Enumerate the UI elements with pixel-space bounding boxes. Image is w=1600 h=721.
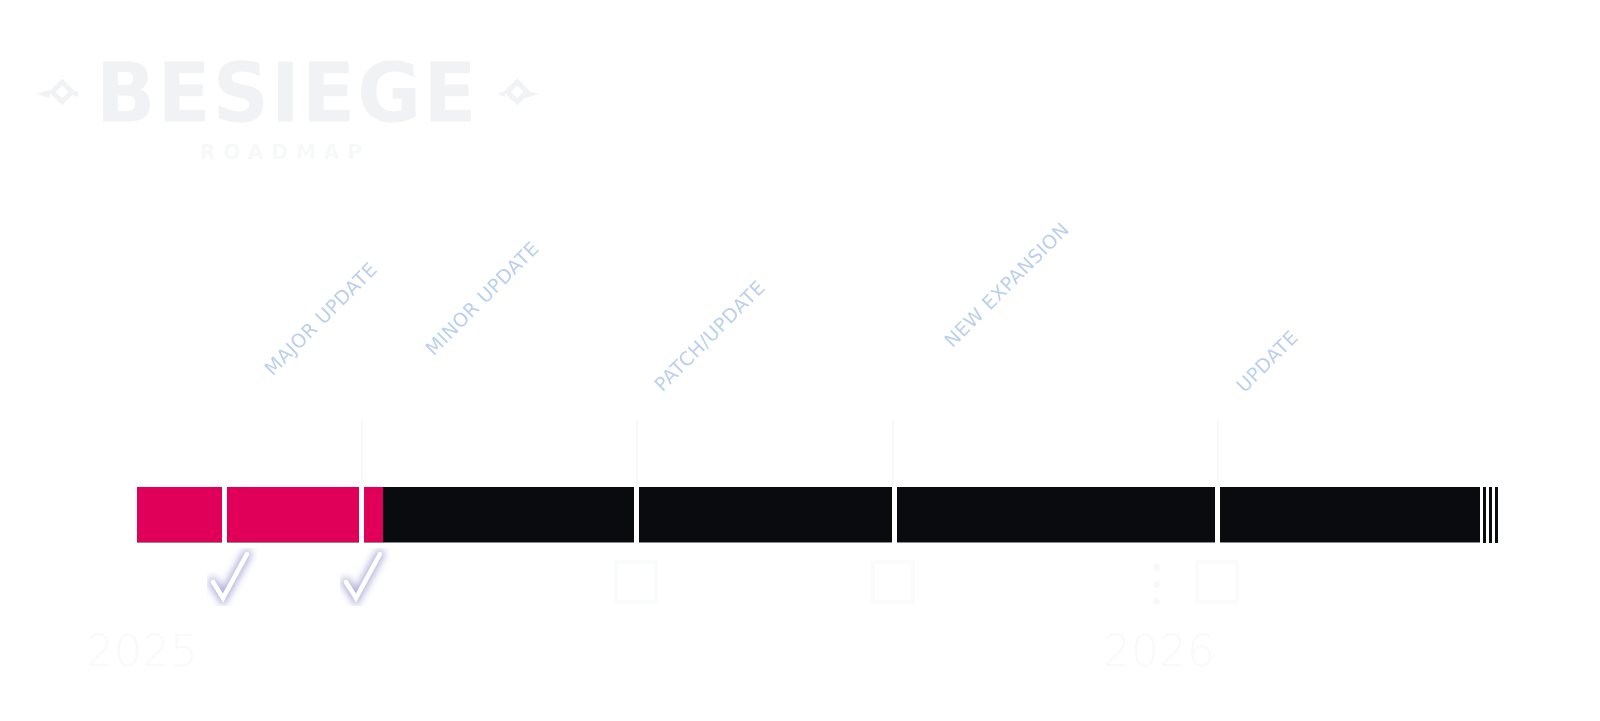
milestone-guide-line bbox=[361, 420, 363, 486]
bar-end-stripe bbox=[1495, 487, 1498, 543]
milestone-guide-line bbox=[636, 420, 638, 486]
logo-subtitle: ROADMAP bbox=[200, 140, 370, 164]
empty-box-icon bbox=[614, 560, 658, 604]
logo: BESIEGE bbox=[36, 46, 539, 142]
bar-segment-completed bbox=[137, 487, 222, 543]
bar-segment-pending bbox=[639, 487, 892, 543]
checkmark-icon bbox=[340, 548, 390, 606]
milestone-label-major-update: MAJOR UPDATE bbox=[260, 258, 383, 380]
checkmark-icon bbox=[207, 548, 257, 606]
bar-segment-pending bbox=[897, 487, 1215, 543]
logo-title: BESIEGE bbox=[96, 46, 479, 142]
milestone-guide-line bbox=[892, 420, 894, 486]
milestone-label-update: UPDATE bbox=[1232, 326, 1304, 397]
milestone-label-patch-update: PATCH/UPDATE bbox=[650, 276, 770, 396]
bar-segment-completed bbox=[364, 487, 383, 543]
bar-segment-pending bbox=[383, 487, 634, 543]
year-label: 2025 bbox=[86, 626, 198, 677]
bar-segment-completed bbox=[227, 487, 359, 543]
empty-box-icon bbox=[1195, 560, 1239, 604]
milestone-label-new-expansion: NEW EXPANSION bbox=[940, 218, 1074, 352]
ellipsis-icon bbox=[1153, 564, 1161, 615]
diamond-ornament-icon bbox=[36, 79, 92, 109]
roadmap-progress-bar bbox=[137, 487, 1504, 543]
bar-end-stripe bbox=[1483, 487, 1486, 543]
bar-segment-pending bbox=[1220, 487, 1480, 543]
empty-box-icon bbox=[871, 560, 915, 604]
milestone-guide-line bbox=[1217, 420, 1219, 486]
milestone-label-minor-update: MINOR UPDATE bbox=[421, 237, 544, 360]
diamond-ornament-icon bbox=[483, 79, 539, 109]
year-label: 2026 bbox=[1103, 626, 1215, 677]
bar-end-stripe bbox=[1489, 487, 1492, 543]
